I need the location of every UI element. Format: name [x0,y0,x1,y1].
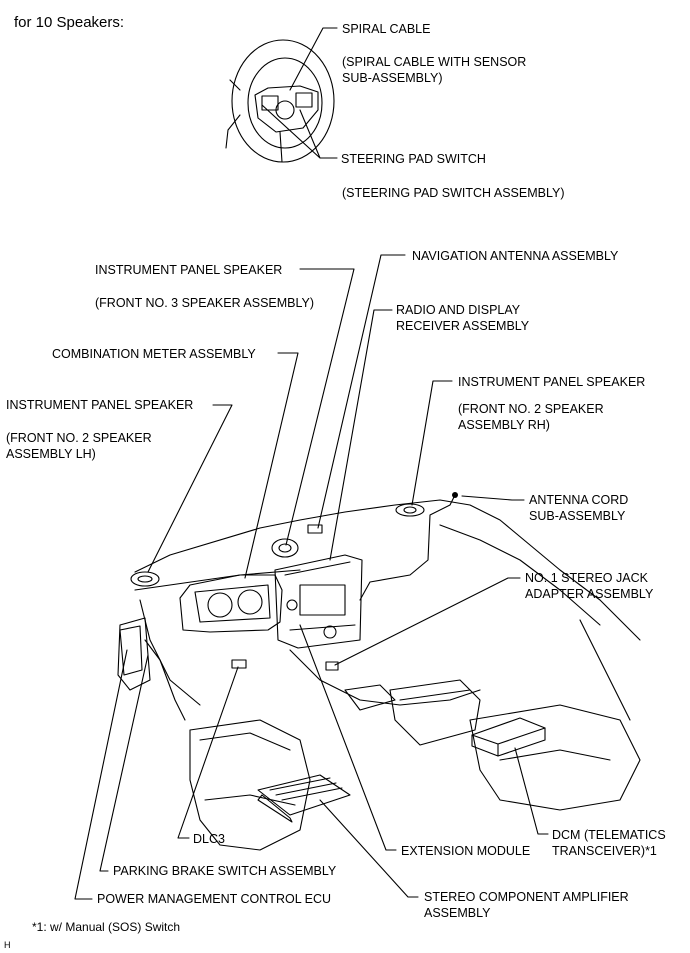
leader-stereo-jack [334,577,521,666]
label-steering-pad-switch-sub: (STEERING PAD SWITCH ASSEMBLY) [342,186,565,200]
label-combination-meter: COMBINATION METER ASSEMBLY [52,347,256,361]
leader-ip-speaker-front3 [285,268,355,546]
label-ip-speaker-front3-sub: (FRONT NO. 3 SPEAKER ASSEMBLY) [95,296,315,310]
passenger-seat-drawing [469,704,641,811]
stereo-amplifier-drawing [257,774,351,816]
ecu-drawing [119,625,143,676]
label-stereo-amp-2: ASSEMBLY [424,906,491,920]
dlc3-drawing [231,659,247,669]
leader-navigation-antenna [317,254,406,529]
label-radio-receiver-2: RECEIVER ASSEMBLY [396,319,530,333]
combination-meter-drawing [179,574,283,633]
center-speaker-drawing [271,538,299,558]
rh-speaker-drawing [395,503,425,517]
label-ip-speaker-rh-sub-2: ASSEMBLY RH) [458,418,550,432]
leader-extension-module [299,624,397,851]
label-extension-module: EXTENSION MODULE [401,844,531,858]
label-spiral-cable-sub-1: (SPIRAL CABLE WITH SENSOR [342,55,527,69]
label-dcm-2: TRANSCEIVER)*1 [552,844,657,858]
antenna-cord-drawing [359,494,456,601]
driver-seat-drawing [189,719,311,851]
leader-ip-speaker-rh [411,380,453,506]
leader-dcm [514,747,549,835]
corner-mark: H [4,940,11,950]
label-spiral-cable-sub-2: SUB-ASSEMBLY) [342,71,443,85]
footnote: *1: w/ Manual (SOS) Switch [32,920,181,934]
lh-speaker-drawing [130,571,160,587]
leader-power-mgmt [74,649,128,900]
steering-wheel-drawing [225,39,335,163]
label-ip-speaker-front3: INSTRUMENT PANEL SPEAKER [95,263,283,277]
label-ip-speaker-lh: INSTRUMENT PANEL SPEAKER [6,398,194,412]
label-parking-brake: PARKING BRAKE SWITCH ASSEMBLY [113,864,337,878]
label-radio-receiver-1: RADIO AND DISPLAY [396,303,521,317]
leader-dlc3 [177,666,239,839]
dashboard-top-outline [134,499,641,641]
leader-steering-pad [261,104,338,159]
label-stereo-amp-1: STEREO COMPONENT AMPLIFIER [424,890,629,904]
page-title: for 10 Speakers: [14,14,125,31]
label-navigation-antenna: NAVIGATION ANTENNA ASSEMBLY [412,249,619,263]
label-ip-speaker-lh-sub-1: (FRONT NO. 2 SPEAKER [6,431,152,445]
label-dcm-1: DCM (TELEMATICS [552,828,666,842]
leader-radio-receiver [329,309,393,561]
label-dlc3: DLC3 [193,832,225,846]
label-stereo-jack-2: ADAPTER ASSEMBLY [525,587,654,601]
label-stereo-jack-1: NO. 1 STEREO JACK [525,571,648,585]
label-spiral-cable: SPIRAL CABLE [342,22,431,36]
label-ip-speaker-lh-sub-2: ASSEMBLY LH) [6,447,96,461]
leader-parking-brake [99,654,149,872]
label-power-mgmt: POWER MANAGEMENT CONTROL ECU [97,892,332,906]
label-antenna-cord-1: ANTENNA CORD [529,493,629,507]
label-steering-pad-switch: STEERING PAD SWITCH [341,152,486,166]
leader-combination-meter [244,352,299,579]
radio-receiver-drawing [274,554,363,649]
label-ip-speaker-rh-sub-1: (FRONT NO. 2 SPEAKER [458,402,604,416]
label-ip-speaker-rh: INSTRUMENT PANEL SPEAKER [458,375,646,389]
leader-antenna-cord [461,495,525,501]
leader-stereo-amp [319,799,419,898]
dcm-drawing [471,717,546,757]
label-antenna-cord-2: SUB-ASSEMBLY [529,509,626,523]
leader-ip-speaker-lh [147,404,233,573]
leader-spiral-cable [289,27,338,91]
